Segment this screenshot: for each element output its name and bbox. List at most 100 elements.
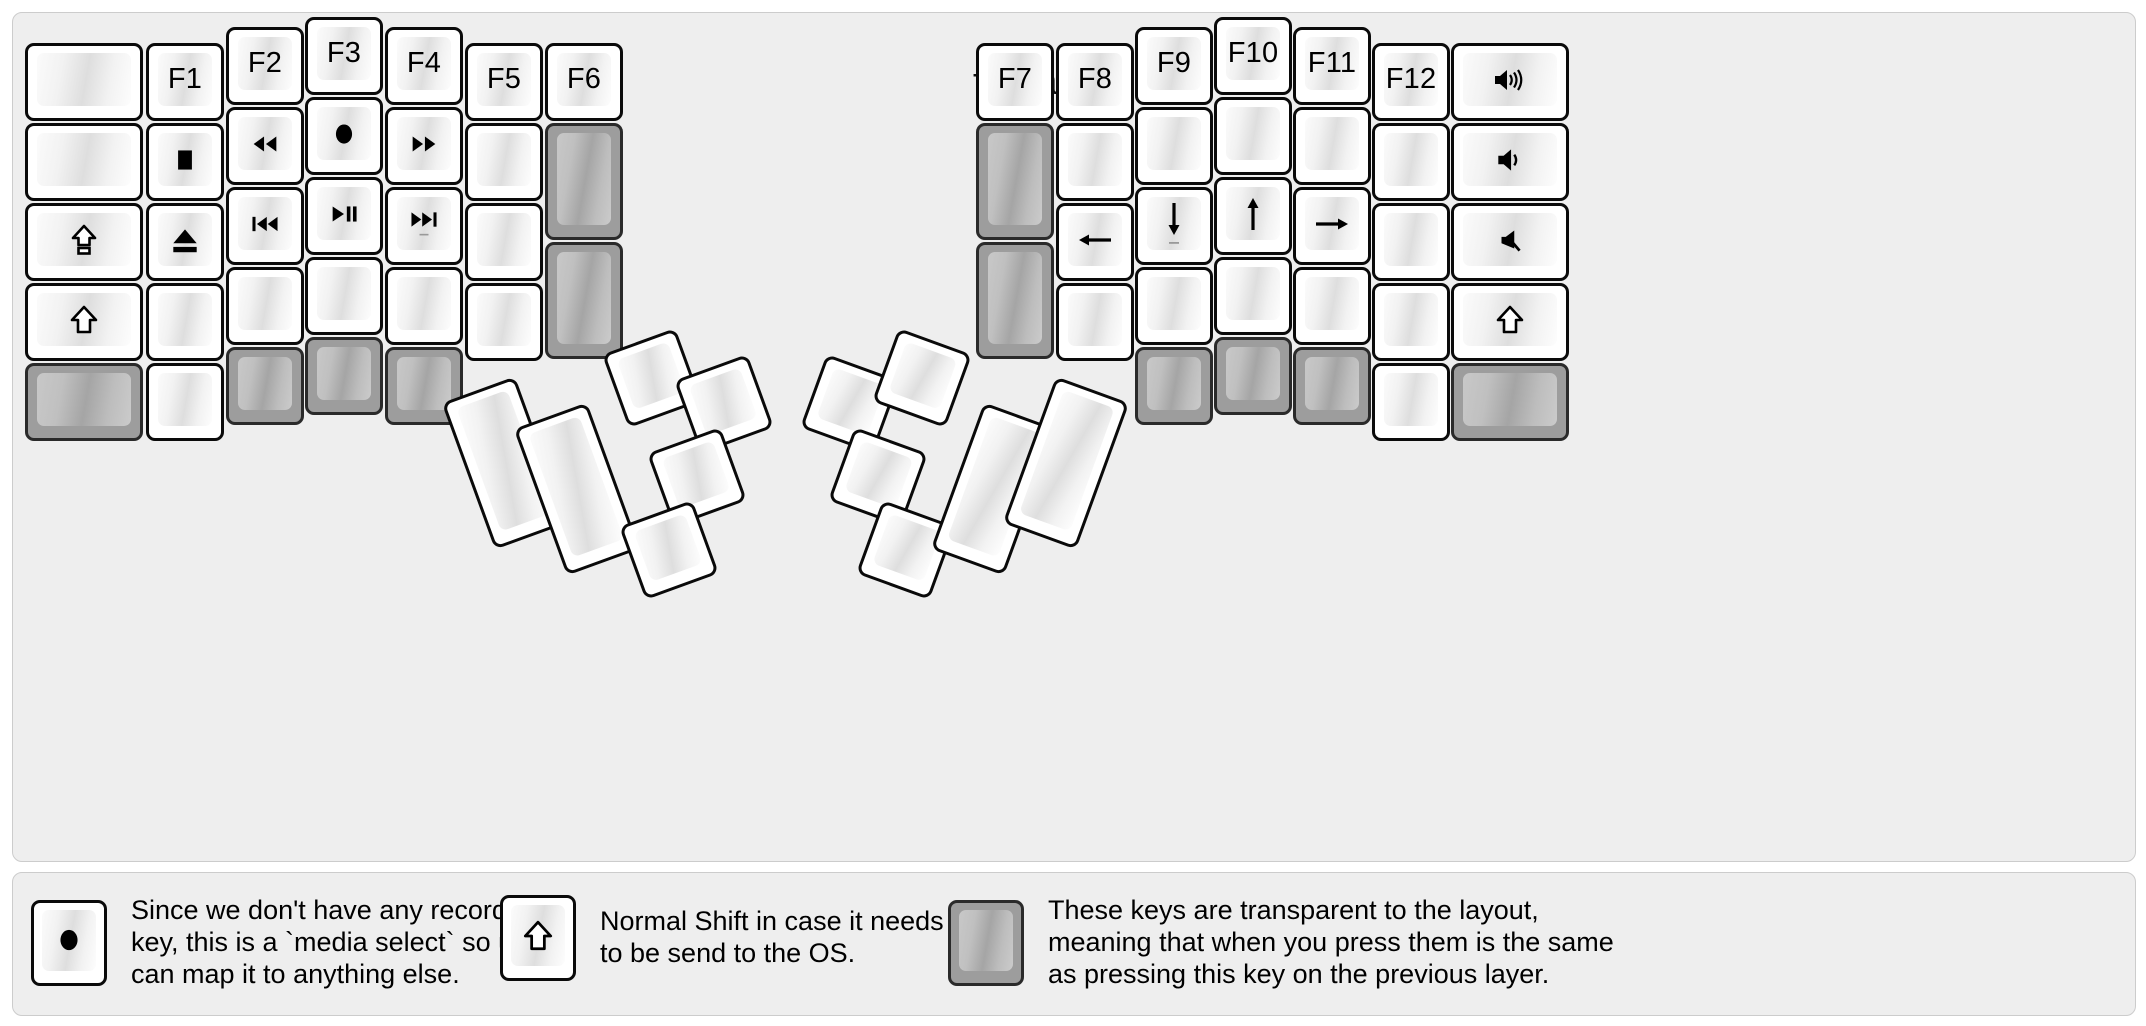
volume-up-icon bbox=[1491, 63, 1529, 97]
legend-key-sample bbox=[500, 895, 576, 981]
key-blank-21[interactable] bbox=[1372, 283, 1450, 361]
key-f1[interactable]: F1 bbox=[146, 43, 224, 121]
key-blank-5[interactable] bbox=[226, 267, 304, 345]
key-media-play-pause[interactable] bbox=[305, 177, 383, 255]
keycap-surface bbox=[158, 373, 212, 426]
keycap-surface bbox=[633, 513, 703, 582]
key-arrow-up[interactable] bbox=[1214, 177, 1292, 255]
keycap-surface bbox=[1068, 213, 1122, 266]
key-transparent-10[interactable] bbox=[1214, 337, 1292, 415]
keycap-surface bbox=[317, 267, 371, 320]
key-f11[interactable]: F11 bbox=[1293, 27, 1371, 105]
key-blank-16[interactable] bbox=[1214, 257, 1292, 335]
key-blank-11[interactable] bbox=[1056, 123, 1134, 201]
key-f6[interactable]: F6 bbox=[545, 43, 623, 121]
key-transparent-12[interactable] bbox=[1451, 363, 1569, 441]
key-blank-20[interactable] bbox=[1372, 203, 1450, 281]
key-media-stop[interactable] bbox=[146, 123, 224, 201]
key-transparent-5[interactable] bbox=[545, 123, 623, 240]
keycap-surface bbox=[1147, 197, 1201, 250]
keycap-surface bbox=[37, 133, 131, 186]
key-blank-4[interactable] bbox=[146, 363, 224, 441]
key-blank-6[interactable] bbox=[305, 257, 383, 335]
keycap-surface: F4 bbox=[397, 37, 451, 90]
key-media-record[interactable] bbox=[305, 97, 383, 175]
keycap-surface bbox=[1068, 133, 1122, 186]
key-media-fast-forward[interactable] bbox=[385, 107, 463, 185]
key-blank-2[interactable] bbox=[25, 123, 143, 201]
key-f3[interactable]: F3 bbox=[305, 17, 383, 95]
record-icon bbox=[51, 922, 87, 958]
key-blank-3[interactable] bbox=[146, 283, 224, 361]
key-volume-down[interactable] bbox=[1451, 123, 1569, 201]
key-blank-15[interactable] bbox=[1214, 97, 1292, 175]
key-blank-13[interactable] bbox=[1135, 107, 1213, 185]
key-f5[interactable]: F5 bbox=[465, 43, 543, 121]
legend-panel: Since we don't have any recording key, t… bbox=[12, 872, 2136, 1016]
key-label: F8 bbox=[1077, 63, 1113, 95]
key-f10[interactable]: F10 bbox=[1214, 17, 1292, 95]
key-media-prev-track[interactable] bbox=[226, 187, 304, 265]
key-arrow-down[interactable] bbox=[1135, 187, 1213, 265]
key-blank-14[interactable] bbox=[1135, 267, 1213, 345]
keycap-surface: F6 bbox=[557, 53, 611, 106]
key-transparent-3[interactable] bbox=[305, 337, 383, 415]
key-transparent-7[interactable] bbox=[976, 123, 1054, 240]
key-f12[interactable]: F12 bbox=[1372, 43, 1450, 121]
key-media-eject[interactable] bbox=[146, 203, 224, 281]
keycap-surface: F8 bbox=[1068, 53, 1122, 106]
key-volume-mute[interactable] bbox=[1451, 203, 1569, 281]
key-f7[interactable]: F7 bbox=[976, 43, 1054, 121]
key-blank-9[interactable] bbox=[465, 203, 543, 281]
keycap-surface bbox=[1384, 293, 1438, 346]
keycap-surface: F3 bbox=[317, 27, 371, 80]
keycap-surface bbox=[37, 213, 131, 266]
keycap-surface bbox=[1068, 293, 1122, 346]
key-f4[interactable]: F4 bbox=[385, 27, 463, 105]
key-transparent-6[interactable] bbox=[545, 242, 623, 359]
legend-key-sample bbox=[31, 899, 107, 986]
key-label: F10 bbox=[1227, 37, 1279, 69]
keycap-surface bbox=[959, 909, 1013, 971]
key-blank-17[interactable] bbox=[1293, 107, 1371, 185]
key-shift-right[interactable] bbox=[1451, 283, 1569, 361]
key-label: F9 bbox=[1156, 47, 1192, 79]
key-shift[interactable] bbox=[25, 283, 143, 361]
key-blank-8[interactable] bbox=[465, 123, 543, 201]
key-label: F5 bbox=[486, 63, 522, 95]
arrow-right-icon bbox=[1312, 207, 1352, 241]
key-caps-lock[interactable] bbox=[25, 203, 143, 281]
key-media-next-track[interactable] bbox=[385, 187, 463, 265]
key-transparent-2[interactable] bbox=[226, 347, 304, 425]
key-transparent-8[interactable] bbox=[976, 242, 1054, 359]
key-blank-1[interactable] bbox=[25, 43, 143, 121]
keycap-surface bbox=[616, 341, 686, 410]
legend-item-transparent: These keys are transparent to the layout… bbox=[948, 895, 1614, 991]
key-volume-up[interactable] bbox=[1451, 43, 1569, 121]
key-media-rewind[interactable] bbox=[226, 107, 304, 185]
key-transparent-11[interactable] bbox=[1293, 347, 1371, 425]
record-icon bbox=[327, 117, 361, 151]
key-transparent-9[interactable] bbox=[1135, 347, 1213, 425]
key-f9[interactable]: F9 bbox=[1135, 27, 1213, 105]
key-blank-12[interactable] bbox=[1056, 283, 1134, 361]
keycap-surface: F2 bbox=[238, 37, 292, 90]
key-blank-19[interactable] bbox=[1372, 123, 1450, 201]
key-f8[interactable]: F8 bbox=[1056, 43, 1134, 121]
key-blank-18[interactable] bbox=[1293, 267, 1371, 345]
key-arrow-left[interactable] bbox=[1056, 203, 1134, 281]
keycap-surface bbox=[1463, 293, 1557, 346]
key-blank-7[interactable] bbox=[385, 267, 463, 345]
key-f2[interactable]: F2 bbox=[226, 27, 304, 105]
keycap-surface bbox=[1463, 53, 1557, 106]
keycap-surface bbox=[1226, 267, 1280, 320]
key-blank-10[interactable] bbox=[465, 283, 543, 361]
key-blank-22[interactable] bbox=[1372, 363, 1450, 441]
key-arrow-right[interactable] bbox=[1293, 187, 1371, 265]
keycap-surface: F12 bbox=[1384, 53, 1438, 106]
keycap-surface: F5 bbox=[477, 53, 531, 106]
keycap-surface bbox=[1305, 197, 1359, 250]
keycap-surface bbox=[37, 373, 131, 426]
key-transparent-1[interactable] bbox=[25, 363, 143, 441]
